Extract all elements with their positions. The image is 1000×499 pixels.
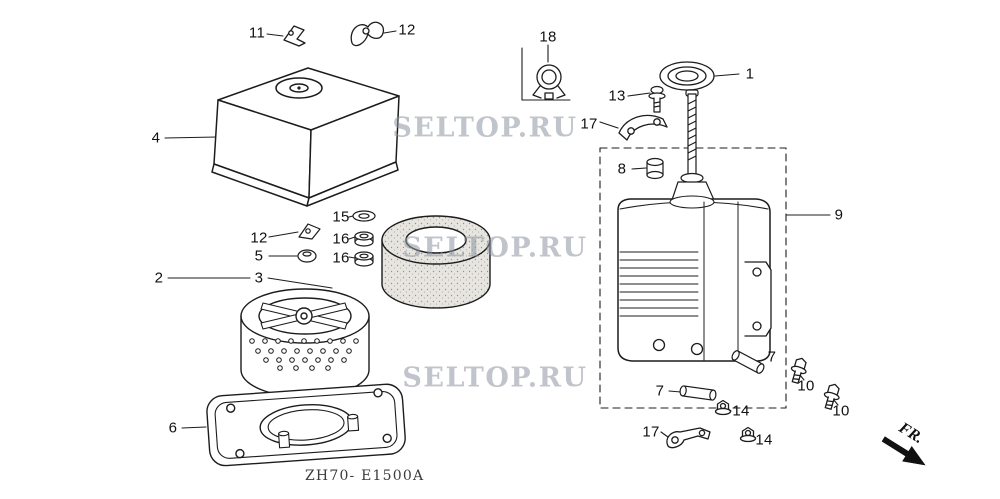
bracket-12-top-drawing xyxy=(350,21,385,47)
callout-16: 16 xyxy=(332,230,350,248)
washer-nut-stack-drawing xyxy=(352,210,376,267)
callout-4: 4 xyxy=(151,129,161,147)
tube-7a-drawing xyxy=(731,350,765,374)
case-9-drawing xyxy=(617,89,772,362)
callout-7: 7 xyxy=(767,348,777,366)
nut-14a-drawing xyxy=(714,399,732,416)
callout-14: 14 xyxy=(732,402,750,420)
callout-17: 17 xyxy=(580,115,598,133)
callout-5: 5 xyxy=(254,247,264,265)
callout-3: 3 xyxy=(254,269,264,287)
fr-arrow-icon xyxy=(878,430,933,475)
callout-12: 12 xyxy=(250,229,268,247)
callout-16: 16 xyxy=(332,249,350,267)
tube-7b-drawing xyxy=(679,385,717,401)
base-6-drawing xyxy=(206,383,406,467)
spacer-8-drawing xyxy=(646,157,664,180)
callout-12: 12 xyxy=(398,21,416,39)
bolt-13-drawing xyxy=(648,85,666,113)
cover-drawing xyxy=(211,67,400,207)
watermark-text: SELTOP.RU xyxy=(402,362,588,394)
callout-17: 17 xyxy=(642,423,660,441)
callout-9: 9 xyxy=(834,206,844,224)
callout-15: 15 xyxy=(332,208,350,226)
drawing-code: ZH70- E1500A xyxy=(305,468,425,484)
clip-11-drawing xyxy=(283,25,306,47)
bracket-17-lower-drawing xyxy=(666,427,711,449)
grommet-1-drawing xyxy=(659,61,715,91)
callout-6: 6 xyxy=(168,419,178,437)
callout-2: 2 xyxy=(154,269,164,287)
callout-13: 13 xyxy=(608,87,626,105)
fr-direction-indicator: FR. xyxy=(878,415,942,475)
foam-element-drawing xyxy=(381,215,491,309)
nut-14b-drawing xyxy=(739,426,757,443)
callout-18: 18 xyxy=(539,28,557,46)
callout-8: 8 xyxy=(617,160,627,178)
callout-14: 14 xyxy=(755,431,773,449)
callout-11: 11 xyxy=(248,24,266,42)
clip-12-left-drawing xyxy=(297,223,321,263)
callout-1: 1 xyxy=(745,65,755,83)
callout-10: 10 xyxy=(832,402,850,420)
paper-element-drawing xyxy=(240,288,370,398)
clamp-18-drawing xyxy=(532,64,566,100)
bracket-17-upper-drawing xyxy=(618,114,668,141)
watermark-text: SELTOP.RU xyxy=(392,112,578,144)
watermark-text: SELTOP.RU xyxy=(402,232,588,264)
leader-lines xyxy=(164,30,839,440)
callout-7: 7 xyxy=(655,382,665,400)
callout-10: 10 xyxy=(797,377,815,395)
